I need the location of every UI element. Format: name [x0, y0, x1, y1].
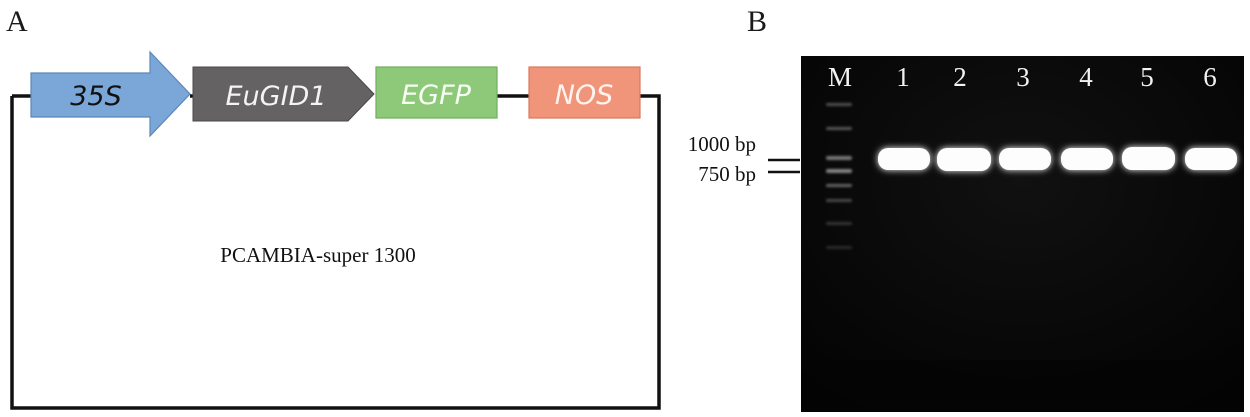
ladder-band: [826, 222, 852, 225]
band-lane-3: [999, 148, 1051, 170]
lane-label-2: 2: [953, 62, 967, 92]
reporter-egfp: EGFP: [375, 66, 498, 119]
lane-label-3: 3: [1016, 62, 1030, 92]
ladder-band: [826, 184, 852, 187]
gel-background: [801, 56, 1244, 412]
band-lane-6: [1185, 148, 1237, 170]
sample-bands: [878, 147, 1237, 171]
promoter-35s-shape: [30, 50, 191, 138]
ladder-band: [826, 246, 852, 249]
band-lane-2: [937, 148, 991, 171]
terminator-nos: NOS: [528, 66, 641, 119]
band-lane-5: [1122, 147, 1175, 170]
ladder-band: [826, 103, 852, 106]
terminator-nos-label: NOS: [555, 80, 614, 111]
plasmid-backbone: [10, 94, 661, 410]
ladder-band: [826, 199, 852, 202]
panel-a-letter: A: [6, 5, 28, 38]
size-label-1000bp: 1000 bp: [688, 132, 756, 156]
promoter-35s: 35S: [30, 50, 191, 138]
lane-label-marker: M: [828, 62, 852, 92]
lane-label-1: 1: [896, 62, 910, 92]
plasmid-map: 35S EuGID1 EGFP NOS PCAMBIA-super 1300: [10, 50, 661, 410]
gel-bottom-edge: [801, 360, 1244, 412]
lane-label-4: 4: [1079, 62, 1093, 92]
ladder-band: [826, 127, 852, 130]
marker-ladder: [826, 103, 852, 249]
terminator-nos-shape: [528, 66, 641, 119]
panel-b-letter: B: [747, 5, 767, 38]
reporter-egfp-label: EGFP: [401, 80, 472, 111]
lane-label-6: 6: [1203, 62, 1217, 92]
lane-label-5: 5: [1140, 62, 1154, 92]
ladder-band: [826, 156, 852, 160]
reporter-egfp-shape: [375, 66, 498, 119]
promoter-35s-label: 35S: [70, 81, 122, 112]
gel-image: M 1 2 3 4 5 6: [801, 56, 1244, 412]
gene-eugid1: EuGID1: [192, 66, 375, 122]
ladder-band: [826, 169, 852, 173]
gene-eugid1-shape: [192, 66, 375, 122]
size-label-750bp: 750 bp: [698, 162, 756, 186]
gene-eugid1-label: EuGID1: [225, 81, 326, 112]
vector-name-label: PCAMBIA-super 1300: [220, 243, 415, 267]
band-lane-1: [878, 148, 930, 170]
band-lane-4: [1061, 148, 1113, 170]
size-marker-labels: 1000 bp 750 bp: [688, 132, 800, 186]
